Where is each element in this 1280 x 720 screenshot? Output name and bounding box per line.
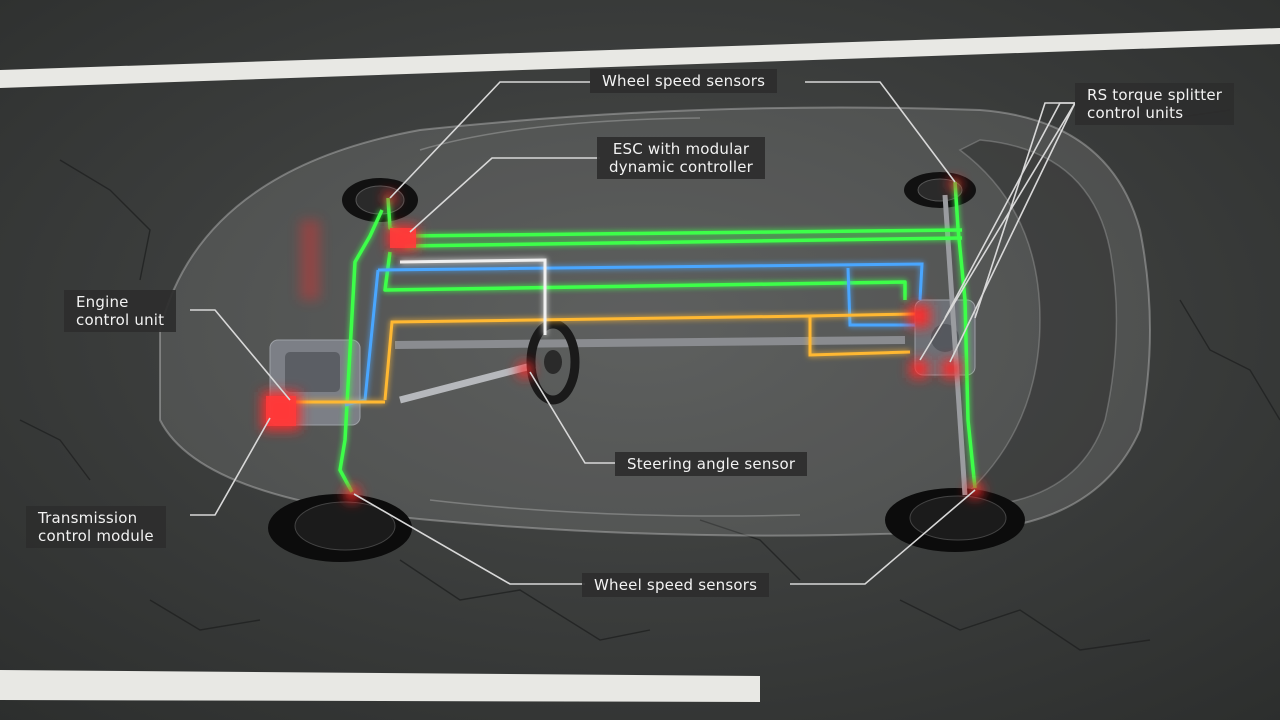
label-wheel-speed-sensors-bottom: Wheel speed sensors — [582, 573, 770, 597]
rear-axle — [942, 194, 968, 496]
road-marking-bottom — [0, 670, 760, 702]
label-torque-splitter-units: RS torque splitter control units — [1075, 83, 1235, 125]
wheel-front-right — [268, 494, 412, 562]
can-bus-white — [399, 258, 547, 335]
road-cracks — [19, 89, 1280, 651]
label-esc-controller: ESC with modular dynamic controller — [597, 137, 766, 179]
label-transmission-control-module: Transmission control module — [26, 506, 166, 548]
label-engine-control-unit: Engine control unit — [64, 290, 177, 332]
steering-column — [399, 361, 536, 404]
steering-wheel — [526, 319, 580, 405]
wheel-rear-left — [904, 172, 976, 208]
leader-lines — [190, 81, 1076, 585]
can-bus-yellow — [290, 312, 916, 404]
label-wheel-speed-sensors-top: Wheel speed sensors — [590, 69, 778, 93]
prop-shaft — [394, 336, 906, 349]
label-steering-angle-sensor: Steering angle sensor — [615, 452, 808, 476]
road-marking-top — [0, 28, 1280, 88]
wheel-rear-right — [885, 488, 1025, 552]
